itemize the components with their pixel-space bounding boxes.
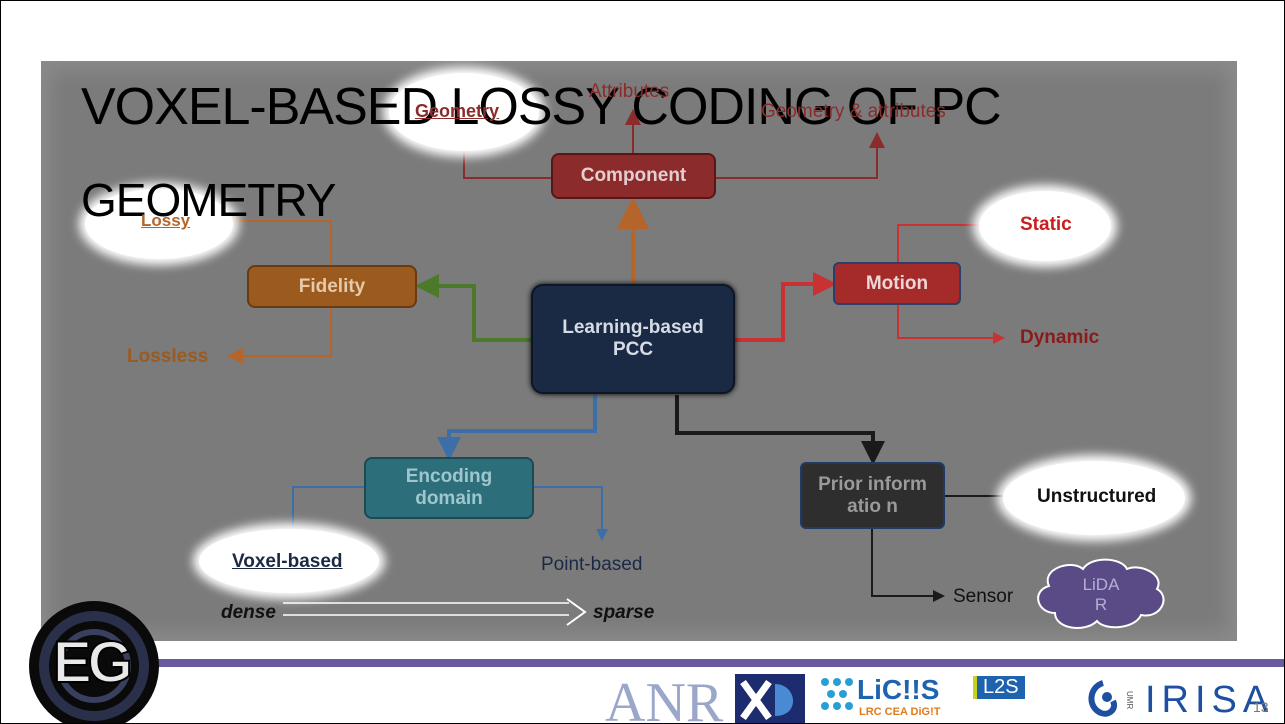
leaf-attributes: Attributes (589, 81, 670, 102)
leaf-lossless: Lossless (127, 346, 209, 367)
l2s-logo: L2S (967, 674, 1037, 723)
unstructured-highlight (1003, 461, 1185, 535)
eg-logo-text: EG (52, 629, 134, 696)
motion-node: Motion (833, 262, 961, 305)
encoding-label: Encoding domain (405, 466, 493, 509)
anr-logo: ANR (605, 672, 724, 724)
licis-logo-text: LiC!!S (857, 674, 940, 705)
eg-swirl-icon (39, 611, 149, 721)
center-node: Learning-based PCC (531, 284, 735, 394)
xd-logo-icon (740, 679, 794, 721)
leaf-sensor: Sensor (953, 586, 1014, 607)
static-highlight (979, 191, 1111, 261)
licis-logo: LiC!!S LRC CEA DiG!T (819, 674, 949, 723)
lossy-highlight (85, 189, 233, 259)
lidar-label: LiDA R (1061, 567, 1141, 623)
page-number: 13 (1253, 699, 1269, 715)
slide-title: VOXEL-BASED LOSSY CODING OF PC (81, 78, 1002, 136)
lidar-text: LiDA R (1082, 575, 1120, 614)
leaf-static: Static (1020, 214, 1072, 235)
motion-label: Motion (865, 272, 929, 294)
leaf-geometry-attributes: Geometry & attributes (761, 101, 946, 122)
leaf-lossy: Lossy (141, 211, 191, 230)
anr-logo-text: ANR (605, 672, 724, 724)
slide-title-line2: GEOMETRY (81, 174, 336, 226)
component-node: Component (551, 153, 716, 199)
l2s-logo-text: L2S (973, 676, 1025, 699)
leaf-dynamic: Dynamic (1020, 327, 1100, 348)
eg-logo: EG (29, 601, 159, 723)
component-label: Component (580, 165, 687, 186)
geometry-highlight (389, 73, 539, 151)
irisa-swirl-icon (1088, 680, 1117, 717)
licis-dots-icon (821, 678, 853, 710)
scale-dense: dense (221, 602, 276, 623)
leaf-unstructured: Unstructured (1037, 486, 1157, 507)
prior-node: Prior informatio n (800, 462, 945, 529)
center-label: Learning-based PCC (562, 317, 704, 360)
prior-label: Prior informatio n (818, 473, 927, 517)
leaf-voxel-based: Voxel-based (232, 551, 343, 572)
irisa-umr-text: UMR (1125, 691, 1134, 710)
licis-logo-subtext: LRC CEA DiG!T (859, 706, 941, 718)
encoding-node: Encoding domain (364, 457, 534, 519)
xd-logo (735, 674, 805, 723)
irisa-logo-text: IRISA (1145, 679, 1275, 721)
leaf-point-based: Point-based (541, 554, 643, 575)
leaf-geometry: Geometry (415, 101, 500, 121)
scale-sparse: sparse (593, 602, 655, 623)
fidelity-node: Fidelity (247, 265, 417, 308)
fidelity-label: Fidelity (298, 275, 366, 297)
irisa-logo: UMR IRISA (1083, 677, 1283, 723)
voxel-highlight (199, 529, 379, 593)
